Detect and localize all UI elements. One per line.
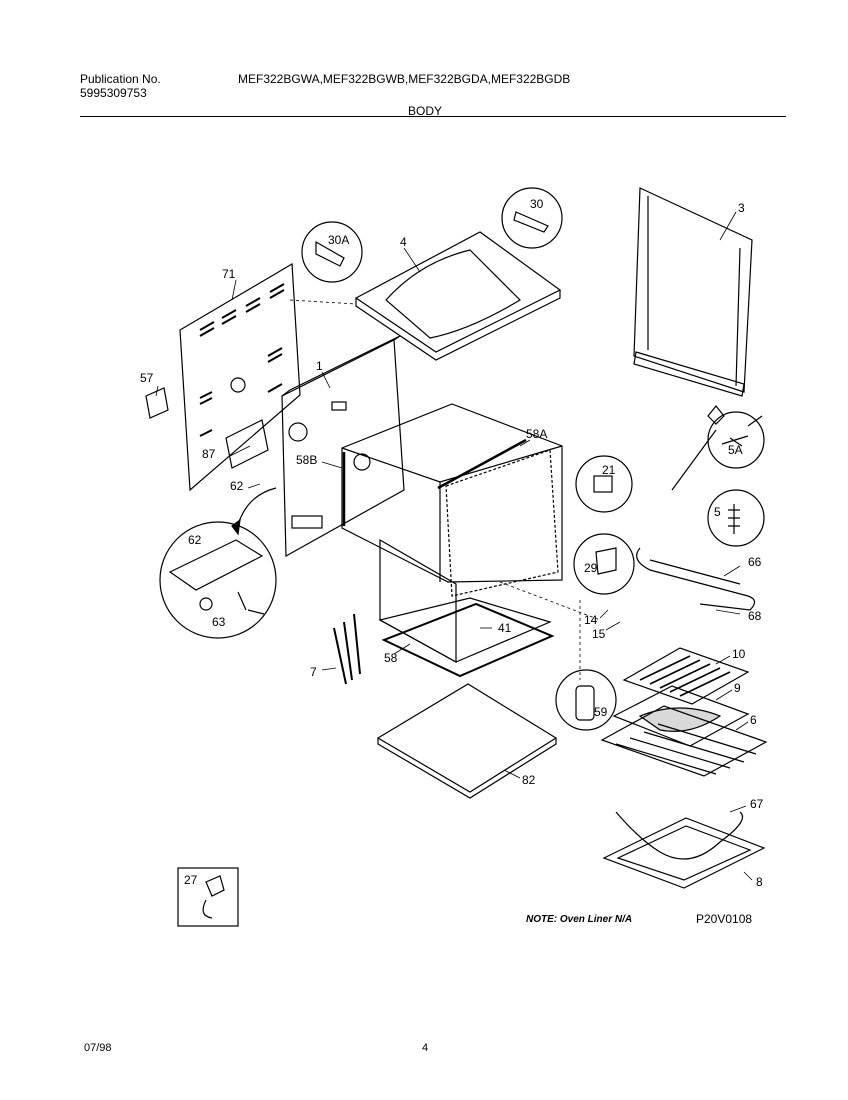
header-rule [80, 116, 786, 117]
model-numbers: MEF322BGWA,MEF322BGWB,MEF322BGDA,MEF322B… [238, 72, 571, 86]
lower-body-part [378, 538, 555, 678]
detail-circle-62 [159, 521, 277, 639]
callout-82: 82 [522, 773, 536, 787]
leader-lines [155, 211, 753, 881]
detail-box-27: 27 [177, 867, 239, 927]
detail-circle-21 [575, 455, 633, 513]
detail-circle-29 [573, 533, 635, 595]
back-panel-part [179, 262, 301, 492]
callout-62-detail: 62 [188, 533, 202, 547]
callout-27: 27 [184, 873, 198, 887]
callout-3: 3 [738, 201, 745, 215]
callout-58: 58 [384, 651, 398, 665]
callout-15: 15 [592, 627, 606, 641]
callout-1: 1 [316, 359, 323, 373]
oven-rack-part [600, 705, 768, 777]
callout-5: 5 [714, 505, 721, 519]
page-number: 4 [422, 1042, 429, 1054]
oven-cavity-part [341, 403, 563, 597]
broil-element-part [636, 547, 756, 611]
note-text: NOTE: Oven Liner N/A [526, 914, 633, 925]
diagram-code: P20V0108 [696, 912, 753, 926]
publication-number: 5995309753 [80, 86, 147, 100]
callout-67: 67 [750, 797, 764, 811]
bake-element-part [602, 811, 766, 889]
rack-support-part [333, 613, 361, 685]
callout-57: 57 [140, 371, 154, 385]
callout-7: 7 [310, 665, 317, 679]
callout-9: 9 [734, 681, 741, 695]
callout-30: 30 [530, 197, 544, 211]
callout-71: 71 [222, 267, 236, 281]
detail-circle-30a [301, 221, 363, 283]
callout-66: 66 [748, 555, 762, 569]
callout-29: 29 [584, 561, 598, 575]
control-housing-part [281, 335, 405, 558]
publication-label: Publication No. [80, 72, 161, 86]
plate-part [145, 387, 169, 419]
top-frame-part [354, 231, 562, 361]
callout-41: 41 [498, 621, 512, 635]
callout-5a: 5A [728, 443, 743, 457]
broiler-pan-part [612, 685, 750, 747]
detail-circle-5 [707, 489, 765, 547]
callout-4: 4 [400, 235, 407, 249]
detail-circle-30 [501, 187, 563, 249]
callout-30a: 30A [328, 233, 349, 247]
side-panel-part [633, 187, 753, 397]
section-title: BODY [408, 104, 443, 118]
footer-date: 07/98 [84, 1042, 112, 1054]
callout-21: 21 [602, 463, 616, 477]
callout-62-main: 62 [230, 479, 244, 493]
callout-10: 10 [732, 647, 746, 661]
detail-circle-59 [555, 669, 617, 731]
callout-58b: 58B [296, 453, 317, 467]
callout-6: 6 [750, 713, 757, 727]
detail-arrow [235, 487, 277, 533]
alignment-lines [289, 299, 601, 680]
callout-14: 14 [584, 613, 598, 627]
callout-58a: 58A [526, 427, 547, 441]
callout-68: 68 [748, 609, 762, 623]
callout-8: 8 [756, 875, 763, 889]
callout-59: 59 [594, 705, 608, 719]
callout-87: 87 [202, 447, 216, 461]
callout-63: 63 [212, 615, 226, 629]
